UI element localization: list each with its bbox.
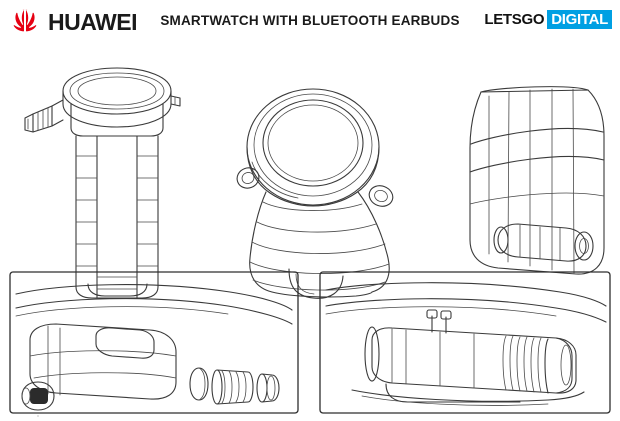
drawing-sheet — [0, 44, 620, 421]
fig-front-view — [24, 67, 181, 299]
huawei-flower-icon — [8, 7, 42, 37]
brand-lockup: HUAWEI — [8, 5, 138, 39]
brand-name: HUAWEI — [48, 8, 138, 35]
publisher-logo-primary: LETSGO — [484, 10, 545, 28]
publisher-logo: LETSGO DIGITAL — [484, 8, 612, 30]
page-header: HUAWEI SMARTWATCH WITH BLUETOOTH EARBUDS… — [0, 0, 620, 46]
fig-detail-earbud-exploded — [9, 271, 299, 417]
publisher-logo-secondary: DIGITAL — [547, 9, 612, 29]
fig-strap-view — [469, 86, 605, 275]
fig-top-view — [236, 88, 394, 299]
patent-figures-svg — [9, 67, 611, 417]
fig-detail-strap-hinge — [319, 271, 611, 414]
page-title: SMARTWATCH WITH BLUETOOTH EARBUDS — [160, 13, 460, 28]
